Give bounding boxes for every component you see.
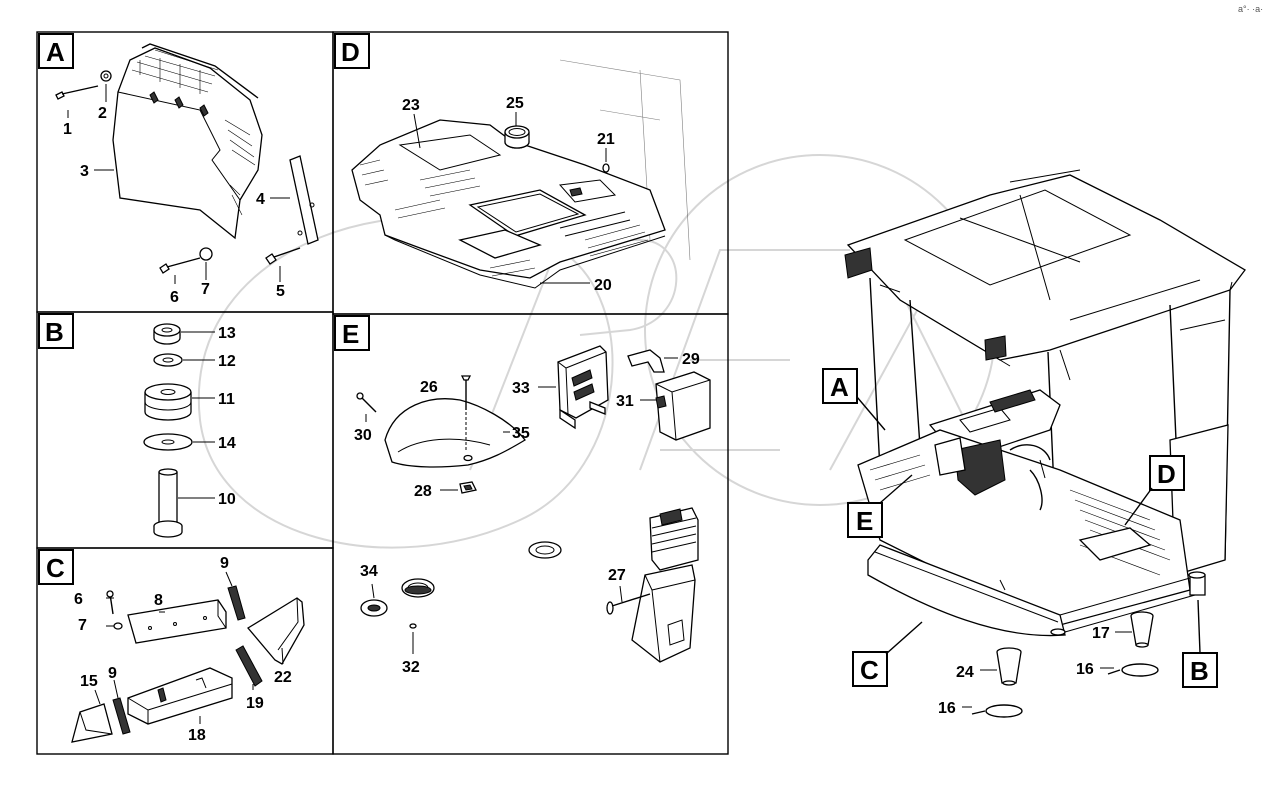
bellows-boot bbox=[649, 507, 699, 571]
part-5-bolt bbox=[265, 247, 301, 265]
part-19-seal bbox=[235, 645, 263, 687]
part-label-12: 12 bbox=[218, 353, 236, 370]
part-label-28: 28 bbox=[414, 483, 432, 500]
panel-d-letter: D bbox=[341, 37, 360, 67]
overview-label-16a: 16 bbox=[1076, 661, 1094, 678]
panel-b-letter: B bbox=[45, 317, 64, 347]
part-label-4: 4 bbox=[256, 191, 265, 208]
part-22-bracket bbox=[247, 597, 305, 665]
part-18-duct bbox=[127, 667, 233, 725]
part-25-grommet bbox=[504, 125, 530, 149]
part-10-bolt bbox=[153, 468, 183, 538]
overview-part-16-clamp-b bbox=[971, 704, 1023, 718]
part-label-5: 5 bbox=[276, 283, 285, 300]
part-33-bracket bbox=[557, 345, 609, 430]
panel-e-letter: E bbox=[342, 319, 359, 349]
part-27-pin bbox=[606, 593, 651, 615]
part-34-grommet bbox=[360, 599, 388, 617]
part-label-9-bottom: 9 bbox=[108, 665, 117, 682]
part-label-14: 14 bbox=[218, 435, 236, 452]
overview-callouts: A E D C B bbox=[822, 368, 1218, 688]
part-6-bolt bbox=[159, 257, 201, 274]
part-label-15: 15 bbox=[80, 673, 98, 690]
part-label-10: 10 bbox=[218, 491, 236, 508]
part-4-bracket bbox=[289, 155, 319, 245]
part-3-cover bbox=[112, 43, 263, 240]
part-35-boot bbox=[384, 398, 526, 468]
part-20-floor-plate bbox=[351, 119, 666, 289]
part-label-31: 31 bbox=[616, 393, 634, 410]
part-label-35: 35 bbox=[512, 425, 530, 442]
part-label-2: 2 bbox=[98, 105, 107, 122]
grommet-mid bbox=[528, 541, 562, 559]
part-label-1: 1 bbox=[63, 121, 72, 138]
part-label-22: 22 bbox=[274, 669, 292, 686]
part-label-11: 11 bbox=[218, 391, 235, 408]
part-label-26: 26 bbox=[420, 379, 438, 396]
part-9-seal-top bbox=[227, 585, 246, 621]
callout-a: A bbox=[830, 372, 849, 402]
part-7-washer bbox=[199, 247, 213, 261]
cab-overview bbox=[844, 169, 1246, 637]
part-2-washer bbox=[100, 70, 112, 82]
part-label-34: 34 bbox=[360, 563, 378, 580]
part-label-23: 23 bbox=[402, 97, 420, 114]
panel-a-letter: A bbox=[46, 37, 65, 67]
part-label-33: 33 bbox=[512, 380, 530, 397]
part-label-21: 21 bbox=[597, 131, 615, 148]
part-13-cap bbox=[153, 323, 181, 345]
callout-b: B bbox=[1190, 656, 1209, 686]
panel-c: C 6 7 bbox=[36, 547, 334, 755]
callout-c: C bbox=[860, 655, 879, 685]
part-9-seal-bottom bbox=[112, 697, 131, 735]
seal-ring bbox=[401, 578, 435, 598]
panel-c-letter: C bbox=[46, 553, 65, 583]
overview-label-16b: 16 bbox=[938, 700, 956, 717]
part-label-13: 13 bbox=[218, 325, 236, 342]
part-label-7: 7 bbox=[201, 281, 210, 298]
part-26-screw bbox=[460, 375, 472, 452]
part-label-18: 18 bbox=[188, 727, 206, 744]
part-15-duct-end bbox=[71, 703, 113, 743]
part-8-panel bbox=[127, 599, 227, 644]
panel-a: A bbox=[36, 31, 334, 313]
lower-cover bbox=[631, 564, 696, 663]
callout-e: E bbox=[856, 506, 873, 536]
part-label-9-top: 9 bbox=[220, 555, 229, 572]
part-label-27: 27 bbox=[608, 567, 626, 584]
part-11-mount bbox=[144, 383, 192, 421]
part-label-3: 3 bbox=[80, 163, 89, 180]
part-label-32: 32 bbox=[402, 659, 420, 676]
part-14-washer bbox=[143, 433, 193, 451]
overview-part-16-clamp-a bbox=[1107, 663, 1159, 677]
part-12-washer bbox=[153, 353, 183, 367]
part-label-6: 6 bbox=[170, 289, 179, 306]
callout-d: D bbox=[1157, 459, 1176, 489]
part-label-8: 8 bbox=[154, 592, 163, 609]
part-29-clip bbox=[627, 349, 665, 373]
part-21-plug bbox=[602, 163, 610, 173]
overview-label-17: 17 bbox=[1092, 625, 1110, 642]
part-label-19: 19 bbox=[246, 695, 264, 712]
part-label-25: 25 bbox=[506, 95, 524, 112]
panel-d: D 23 25 bbox=[332, 31, 729, 315]
panel-b: B bbox=[36, 311, 334, 549]
part-label-7: 7 bbox=[78, 617, 87, 634]
part-30-screw bbox=[356, 392, 377, 413]
part-31-cover bbox=[655, 371, 711, 441]
part-label-6: 6 bbox=[74, 591, 83, 608]
part-1-bolt bbox=[55, 85, 99, 100]
part-32-plug bbox=[409, 623, 417, 629]
overview-part-17-mount bbox=[1130, 611, 1154, 648]
corner-note: a°· ·a· bbox=[1238, 4, 1263, 14]
overview-label-24: 24 bbox=[956, 664, 974, 681]
part-label-29: 29 bbox=[682, 351, 700, 368]
part-label-30: 30 bbox=[354, 427, 372, 444]
part-label-20: 20 bbox=[594, 277, 612, 294]
panel-e: E bbox=[332, 313, 729, 755]
part-7-rivet bbox=[113, 622, 123, 630]
overview-part-24-mount bbox=[996, 647, 1022, 686]
